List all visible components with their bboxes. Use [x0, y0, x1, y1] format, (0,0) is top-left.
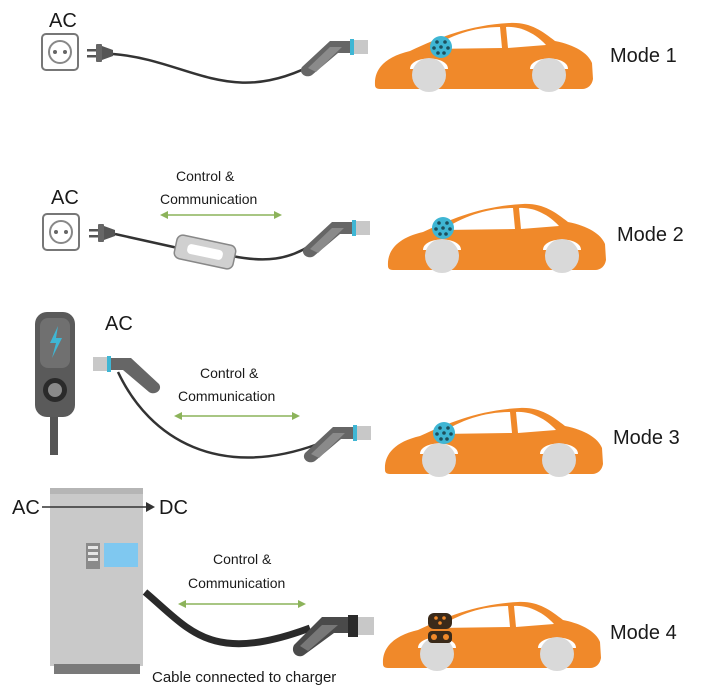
wallbox-charger-icon — [35, 312, 75, 455]
comm-arrow — [174, 412, 300, 420]
domestic-plug-icon — [87, 44, 113, 62]
mode-1-row: AC Mode 1 — [41, 10, 677, 92]
mode-4-caption: Cable connected to charger — [152, 669, 336, 686]
mode-4-output-label: DC — [159, 497, 188, 519]
mode-3-row: AC Control & Communication Mode 3 — [35, 312, 680, 477]
car-icon — [374, 22, 593, 92]
ac-inlet-icon — [433, 422, 455, 444]
comm-label-line1: Control & — [176, 168, 235, 184]
mode-3-supply-label: AC — [105, 313, 133, 335]
dc-charging-station-icon — [50, 488, 143, 674]
charging-cable — [112, 52, 319, 84]
vehicle-connector-icon — [302, 220, 370, 258]
vehicle-connector-icon — [303, 425, 371, 463]
mode-2-label: Mode 2 — [617, 224, 684, 246]
ac-inlet-icon — [432, 217, 454, 239]
domestic-plug-icon — [89, 224, 115, 242]
charging-cable — [114, 232, 179, 250]
vehicle-connector-icon — [300, 39, 368, 77]
comm-label-line2: Communication — [188, 575, 285, 591]
car-icon — [382, 601, 601, 671]
comm-label-line2: Communication — [160, 191, 257, 207]
mode-2-supply-label: AC — [51, 187, 79, 209]
mode-2-row: AC Control & Communication Mode 2 — [42, 168, 684, 273]
car-icon — [387, 203, 606, 273]
car-icon — [384, 407, 603, 477]
comm-arrow — [178, 600, 306, 608]
mode-1-supply-label: AC — [49, 10, 77, 32]
dc-combo-inlet-icon — [428, 613, 452, 643]
wall-socket-icon — [41, 33, 79, 71]
mode-3-label: Mode 3 — [613, 427, 680, 449]
mode-4-input-label: AC — [12, 497, 40, 519]
comm-label-line2: Communication — [178, 388, 275, 404]
control-box-icon — [173, 234, 237, 270]
comm-label-line1: Control & — [213, 551, 272, 567]
ac-inlet-icon — [430, 36, 452, 58]
mode-4-row: AC DC Control & Communication Mode 4 Cab… — [12, 488, 677, 686]
comm-arrow — [160, 211, 282, 219]
comm-label-line1: Control & — [200, 365, 259, 381]
dc-charging-cable — [142, 589, 312, 648]
station-connector-icon — [93, 356, 161, 394]
charging-cable — [116, 371, 319, 459]
mode-4-label: Mode 4 — [610, 622, 677, 644]
wall-socket-icon — [42, 213, 80, 251]
ac-dc-conversion-arrow — [42, 502, 155, 512]
mode-1-label: Mode 1 — [610, 45, 677, 67]
dc-vehicle-connector-icon — [292, 615, 374, 657]
